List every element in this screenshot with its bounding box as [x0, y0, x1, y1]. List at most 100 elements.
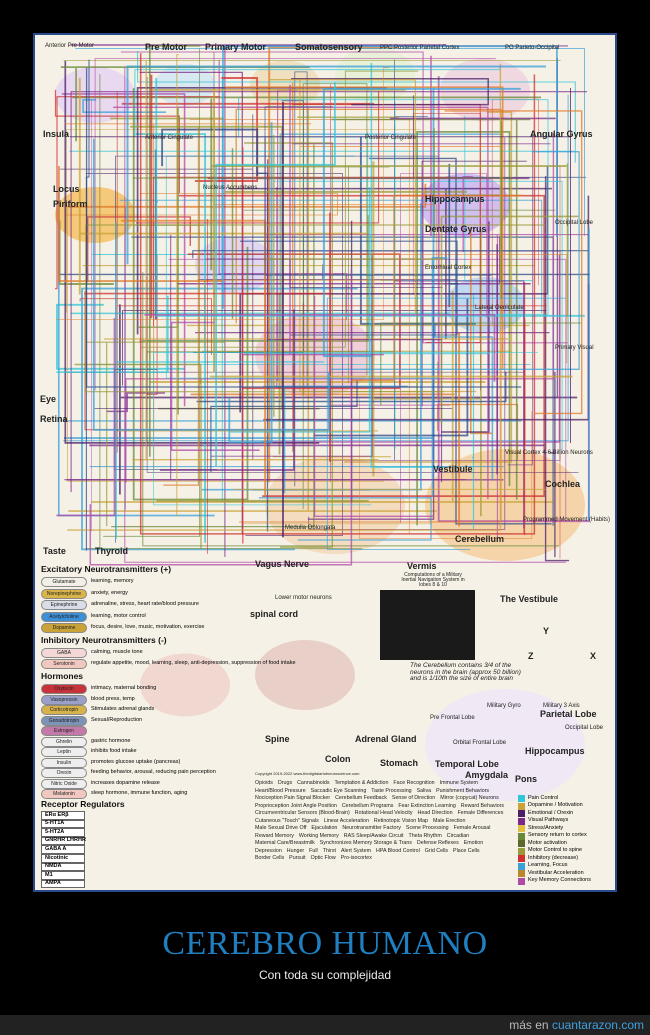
receptor-item: 5-HT2A: [41, 828, 85, 837]
legend-item: Emotion: [463, 840, 484, 846]
neural-pathway-line: [294, 71, 308, 487]
legend-swatch: [518, 877, 525, 885]
legend-label: Motor Control to spine: [528, 847, 583, 854]
legend-item: Nociception Pain Signal Blocker: [255, 795, 331, 801]
neural-pathway-line: [126, 65, 546, 265]
neural-pathway-line: [132, 60, 379, 461]
region-label: Parietal Lobe: [540, 709, 597, 719]
neural-pathway-line: [87, 216, 191, 283]
neural-pathway-line: [92, 138, 330, 431]
legend-item: Fear Extinction Learning: [398, 802, 456, 809]
neural-pathway-line: [125, 133, 555, 483]
legend-item: Taste Processing: [371, 787, 412, 794]
legend-label: Key Memory Connections: [528, 877, 591, 884]
legend-label: Sensory return to cortex: [528, 832, 587, 839]
neural-pathway-line: [258, 497, 432, 541]
neural-pathway-line: [331, 118, 531, 500]
legend-item: Punishment Behaviors: [436, 787, 490, 794]
region-label: Orbital Frontal Lobe: [453, 740, 507, 746]
neural-pathway-line: [351, 194, 524, 382]
neurotransmitter-name: Dopamine: [41, 623, 87, 633]
region-label: Adrenal Gland: [355, 734, 417, 744]
neural-pathway-line: [161, 128, 259, 176]
neurotransmitter-description: gastric hormone: [91, 737, 131, 744]
brain-region-shape: [425, 689, 585, 801]
receptor-item: GNRHR LHRHR: [41, 836, 86, 846]
legend-swatch: [518, 870, 525, 877]
neurotransmitter-name: Oxytocin: [41, 684, 87, 694]
neurotransmitter-description: regulate appetite, mood, learning, sleep…: [91, 660, 296, 667]
neurotransmitter-item: Estrogen: [41, 726, 91, 736]
receptor-item: M1: [41, 871, 85, 880]
neural-pathway-line: [116, 92, 547, 453]
legend-item: HPA Blood Control: [376, 847, 420, 854]
neural-pathway-line: [115, 222, 325, 539]
neural-pathway-line: [64, 60, 320, 444]
legend-item: Reward Behaviors: [460, 802, 505, 809]
legend-swatch: [518, 862, 525, 870]
neural-pathway-line: [146, 77, 579, 473]
legend-item: Cerebellum Feedback: [335, 795, 387, 801]
neural-pathway-line: [416, 131, 511, 526]
neural-pathway-line: [262, 255, 561, 443]
legend-item: Female Arousal: [453, 825, 491, 831]
neurotransmitter-description: calming, muscle tone: [91, 649, 143, 656]
legend-swatch: [518, 847, 525, 855]
region-label: Piriform: [53, 199, 88, 209]
neural-pathway-line: [205, 258, 443, 288]
neurotransmitter-description: feeding behavior, arousal, reducing pain…: [91, 769, 216, 776]
legend-label: Pain Control: [528, 794, 559, 801]
neural-pathway-line: [61, 93, 186, 407]
inhibitory-heading: Inhibitory Neurotransmitters (-): [41, 635, 167, 645]
caption-subtitle: Con toda su complejidad: [258, 968, 392, 982]
region-label: PO Parieto-Occipital: [505, 45, 560, 51]
neurotransmitter-description: Stimulates adrenal glands: [91, 706, 155, 713]
legend-item: Alert System: [340, 847, 371, 854]
legend-item: Working Memory: [298, 832, 339, 839]
neurotransmitter-description: sleep hormone, immune function, aging: [91, 790, 188, 797]
region-label: Eye: [40, 394, 57, 404]
legend-swatch: [518, 795, 525, 802]
region-label: Locus: [53, 184, 80, 194]
neurotransmitter-name: Nitric Oxide: [41, 778, 87, 789]
neural-pathway-line: [244, 142, 333, 548]
region-label: Visual Cortex 4-6 Billion Neurons: [505, 450, 593, 456]
legend-item: Ejaculation: [311, 825, 338, 831]
neural-pathway-line: [268, 79, 417, 314]
neurotransmitter-name: Melatonin: [41, 789, 87, 799]
neural-pathway-line: [239, 240, 458, 336]
legend-item: Full: [309, 847, 318, 854]
neural-pathway-line: [155, 77, 585, 317]
legend-item: Retinotopic Vision Map: [373, 817, 428, 824]
neural-pathway-line: [135, 91, 380, 224]
neural-pathway-line: [210, 380, 358, 473]
legend-item: Theta Rhythm: [408, 832, 442, 839]
legend-item: Cerebellum Programs: [341, 802, 394, 809]
region-label: Temporal Lobe: [435, 759, 499, 769]
region-label: Primary Visual: [555, 345, 594, 351]
neural-pathway-line: [136, 107, 179, 415]
region-label: Spine: [265, 734, 290, 744]
neurotransmitter-name: Norepinephrine: [41, 588, 87, 599]
neural-pathway-line: [85, 67, 522, 388]
neural-pathway-line: [91, 291, 553, 503]
neurotransmitter-description: blood press, temp: [91, 695, 135, 702]
neural-pathway-line: [124, 67, 566, 563]
receptor-item: NMDA: [41, 862, 85, 872]
neural-pathway-line: [359, 397, 533, 539]
neural-pathway-line: [189, 119, 410, 534]
color-legend-item: Motor activation: [518, 840, 567, 847]
color-legend-item: Motor Control to spine: [518, 847, 583, 855]
legend-item: Pro-isocortex: [340, 855, 372, 861]
site-link[interactable]: cuantarazon.com: [551, 1018, 644, 1032]
footer-link[interactable]: más en cuantarazon.com: [509, 1018, 644, 1032]
axis-z: Z: [528, 651, 534, 661]
caption-title: CEREBRO HUMANO: [162, 925, 488, 962]
legend-item: Saliva: [416, 787, 432, 794]
axis-x: X: [590, 651, 597, 661]
legend-item: Reward Memory: [255, 832, 294, 839]
